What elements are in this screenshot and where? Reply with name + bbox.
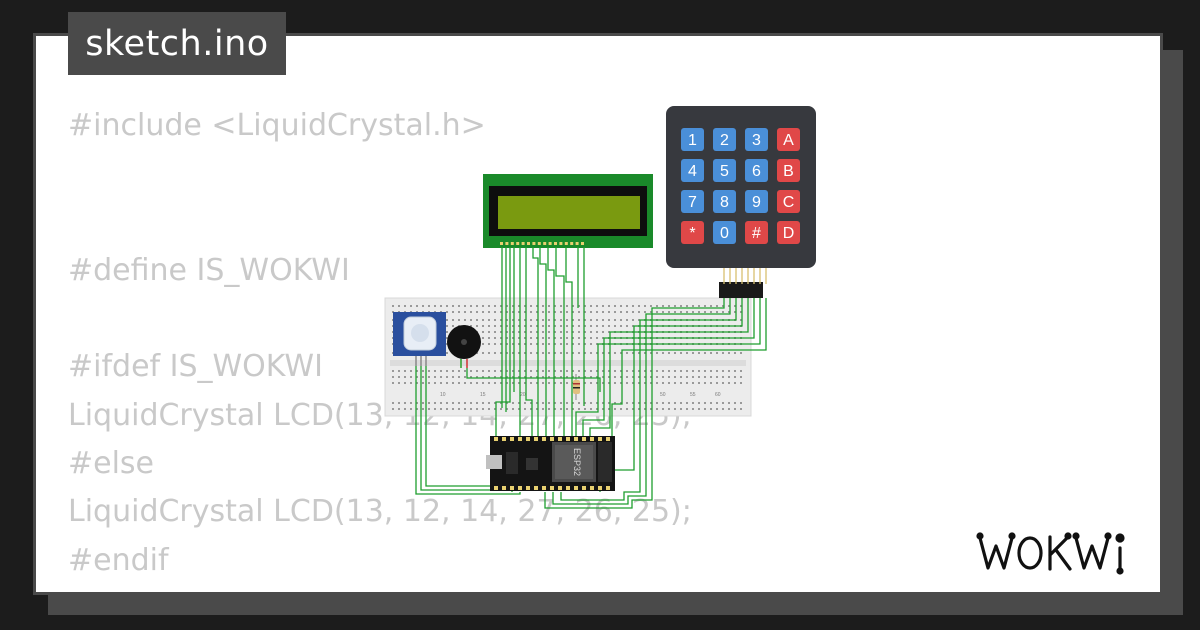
keypad-key-label: 8	[720, 194, 729, 211]
keypad-key[interactable]	[681, 190, 704, 213]
keypad-key[interactable]	[681, 159, 704, 182]
keypad-key[interactable]	[745, 221, 768, 244]
keypad-4x4: 1 2 3 A 4 5 6 B 7 8 9 C * 0 # D	[666, 106, 816, 298]
keypad-key[interactable]	[777, 221, 800, 244]
keypad-key[interactable]	[745, 159, 768, 182]
keypad-key-label: #	[752, 225, 761, 242]
keypad-key[interactable]	[777, 159, 800, 182]
wires	[415, 247, 767, 509]
keypad-key[interactable]	[713, 128, 736, 151]
keypad-key-label: 2	[720, 132, 729, 149]
keypad-key-label: 6	[752, 163, 761, 180]
keypad-key-label: C	[783, 194, 795, 211]
keypad-key[interactable]	[713, 190, 736, 213]
keypad-key-label: 4	[688, 163, 697, 180]
wokwi-logo	[976, 532, 1125, 575]
svg-text:20: 20	[520, 392, 526, 398]
code-line: #define IS_WOKWI	[68, 252, 350, 288]
keypad-key-label: A	[783, 132, 794, 149]
code-line: #ifdef IS_WOKWI	[68, 349, 323, 385]
keypad-key[interactable]	[713, 159, 736, 182]
svg-text:10: 10	[440, 392, 446, 398]
keypad-key[interactable]	[681, 128, 704, 151]
pir-sensor	[393, 312, 446, 366]
keypad-key[interactable]	[777, 128, 800, 151]
svg-text:55: 55	[690, 392, 696, 398]
svg-text:60: 60	[715, 392, 721, 398]
esp32-label: ESP32	[572, 448, 582, 476]
keypad-key-label: 9	[752, 194, 761, 211]
esp32-board: ESP32	[486, 436, 615, 491]
code-line: #else	[68, 446, 155, 482]
keypad-key[interactable]	[745, 128, 768, 151]
keypad-key[interactable]	[713, 221, 736, 244]
keypad-key-label: 5	[720, 163, 729, 180]
keypad-key-label: D	[783, 225, 795, 242]
keypad-key-label: 1	[688, 132, 697, 149]
keypad-key[interactable]	[681, 221, 704, 244]
keypad-key-label: *	[689, 225, 695, 242]
code-line: #endif	[68, 542, 169, 578]
keypad-key-label: 7	[688, 194, 697, 211]
keypad-key[interactable]	[777, 190, 800, 213]
resistor	[573, 374, 580, 400]
keypad-key-label: 3	[752, 132, 761, 149]
svg-text:15: 15	[480, 392, 486, 398]
svg-text:50: 50	[660, 392, 666, 398]
keypad-key-label: B	[783, 163, 794, 180]
buzzer	[447, 325, 481, 368]
keypad-key-label: 0	[720, 225, 729, 242]
file-name-tab[interactable]: sketch.ino	[68, 12, 286, 75]
lcd-display	[483, 174, 653, 248]
keypad-key[interactable]	[745, 190, 768, 213]
code-line: LiquidCrystal LCD(13, 12, 14, 27, 26, 25…	[68, 494, 692, 530]
code-line: #include <LiquidCrystal.h>	[68, 108, 486, 143]
